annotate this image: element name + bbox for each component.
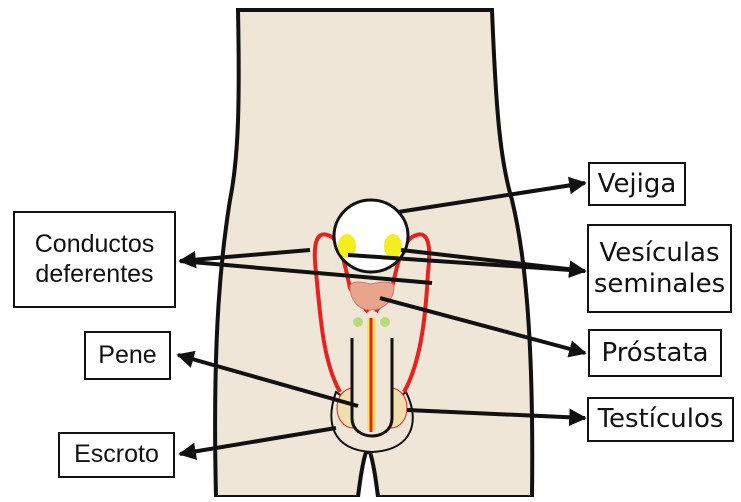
left-gland — [353, 317, 363, 327]
label-conductos-line2: deferentes — [35, 260, 153, 290]
label-pene-text: Pene — [98, 341, 156, 371]
label-prostata: Próstata — [588, 329, 722, 377]
right-gland — [380, 317, 390, 327]
label-conductos-line1: Conductos — [35, 230, 155, 260]
label-vejiga: Vejiga — [588, 162, 686, 206]
label-vesiculas-line1: Vesículas — [599, 238, 719, 269]
label-pene: Pene — [84, 331, 171, 380]
label-vesiculas-seminales: Vesículas seminales — [587, 224, 732, 313]
label-prostata-text: Próstata — [601, 338, 708, 369]
label-escroto: Escroto — [58, 432, 175, 478]
right-seminal-vesicle — [384, 234, 402, 258]
label-escroto-text: Escroto — [74, 440, 159, 470]
label-vejiga-text: Vejiga — [598, 169, 677, 200]
label-testiculos-text: Testículos — [598, 404, 724, 435]
label-testiculos: Testículos — [587, 397, 734, 442]
label-vesiculas-line2: seminales — [594, 269, 725, 300]
label-conductos-deferentes: Conductos deferentes — [13, 211, 176, 308]
